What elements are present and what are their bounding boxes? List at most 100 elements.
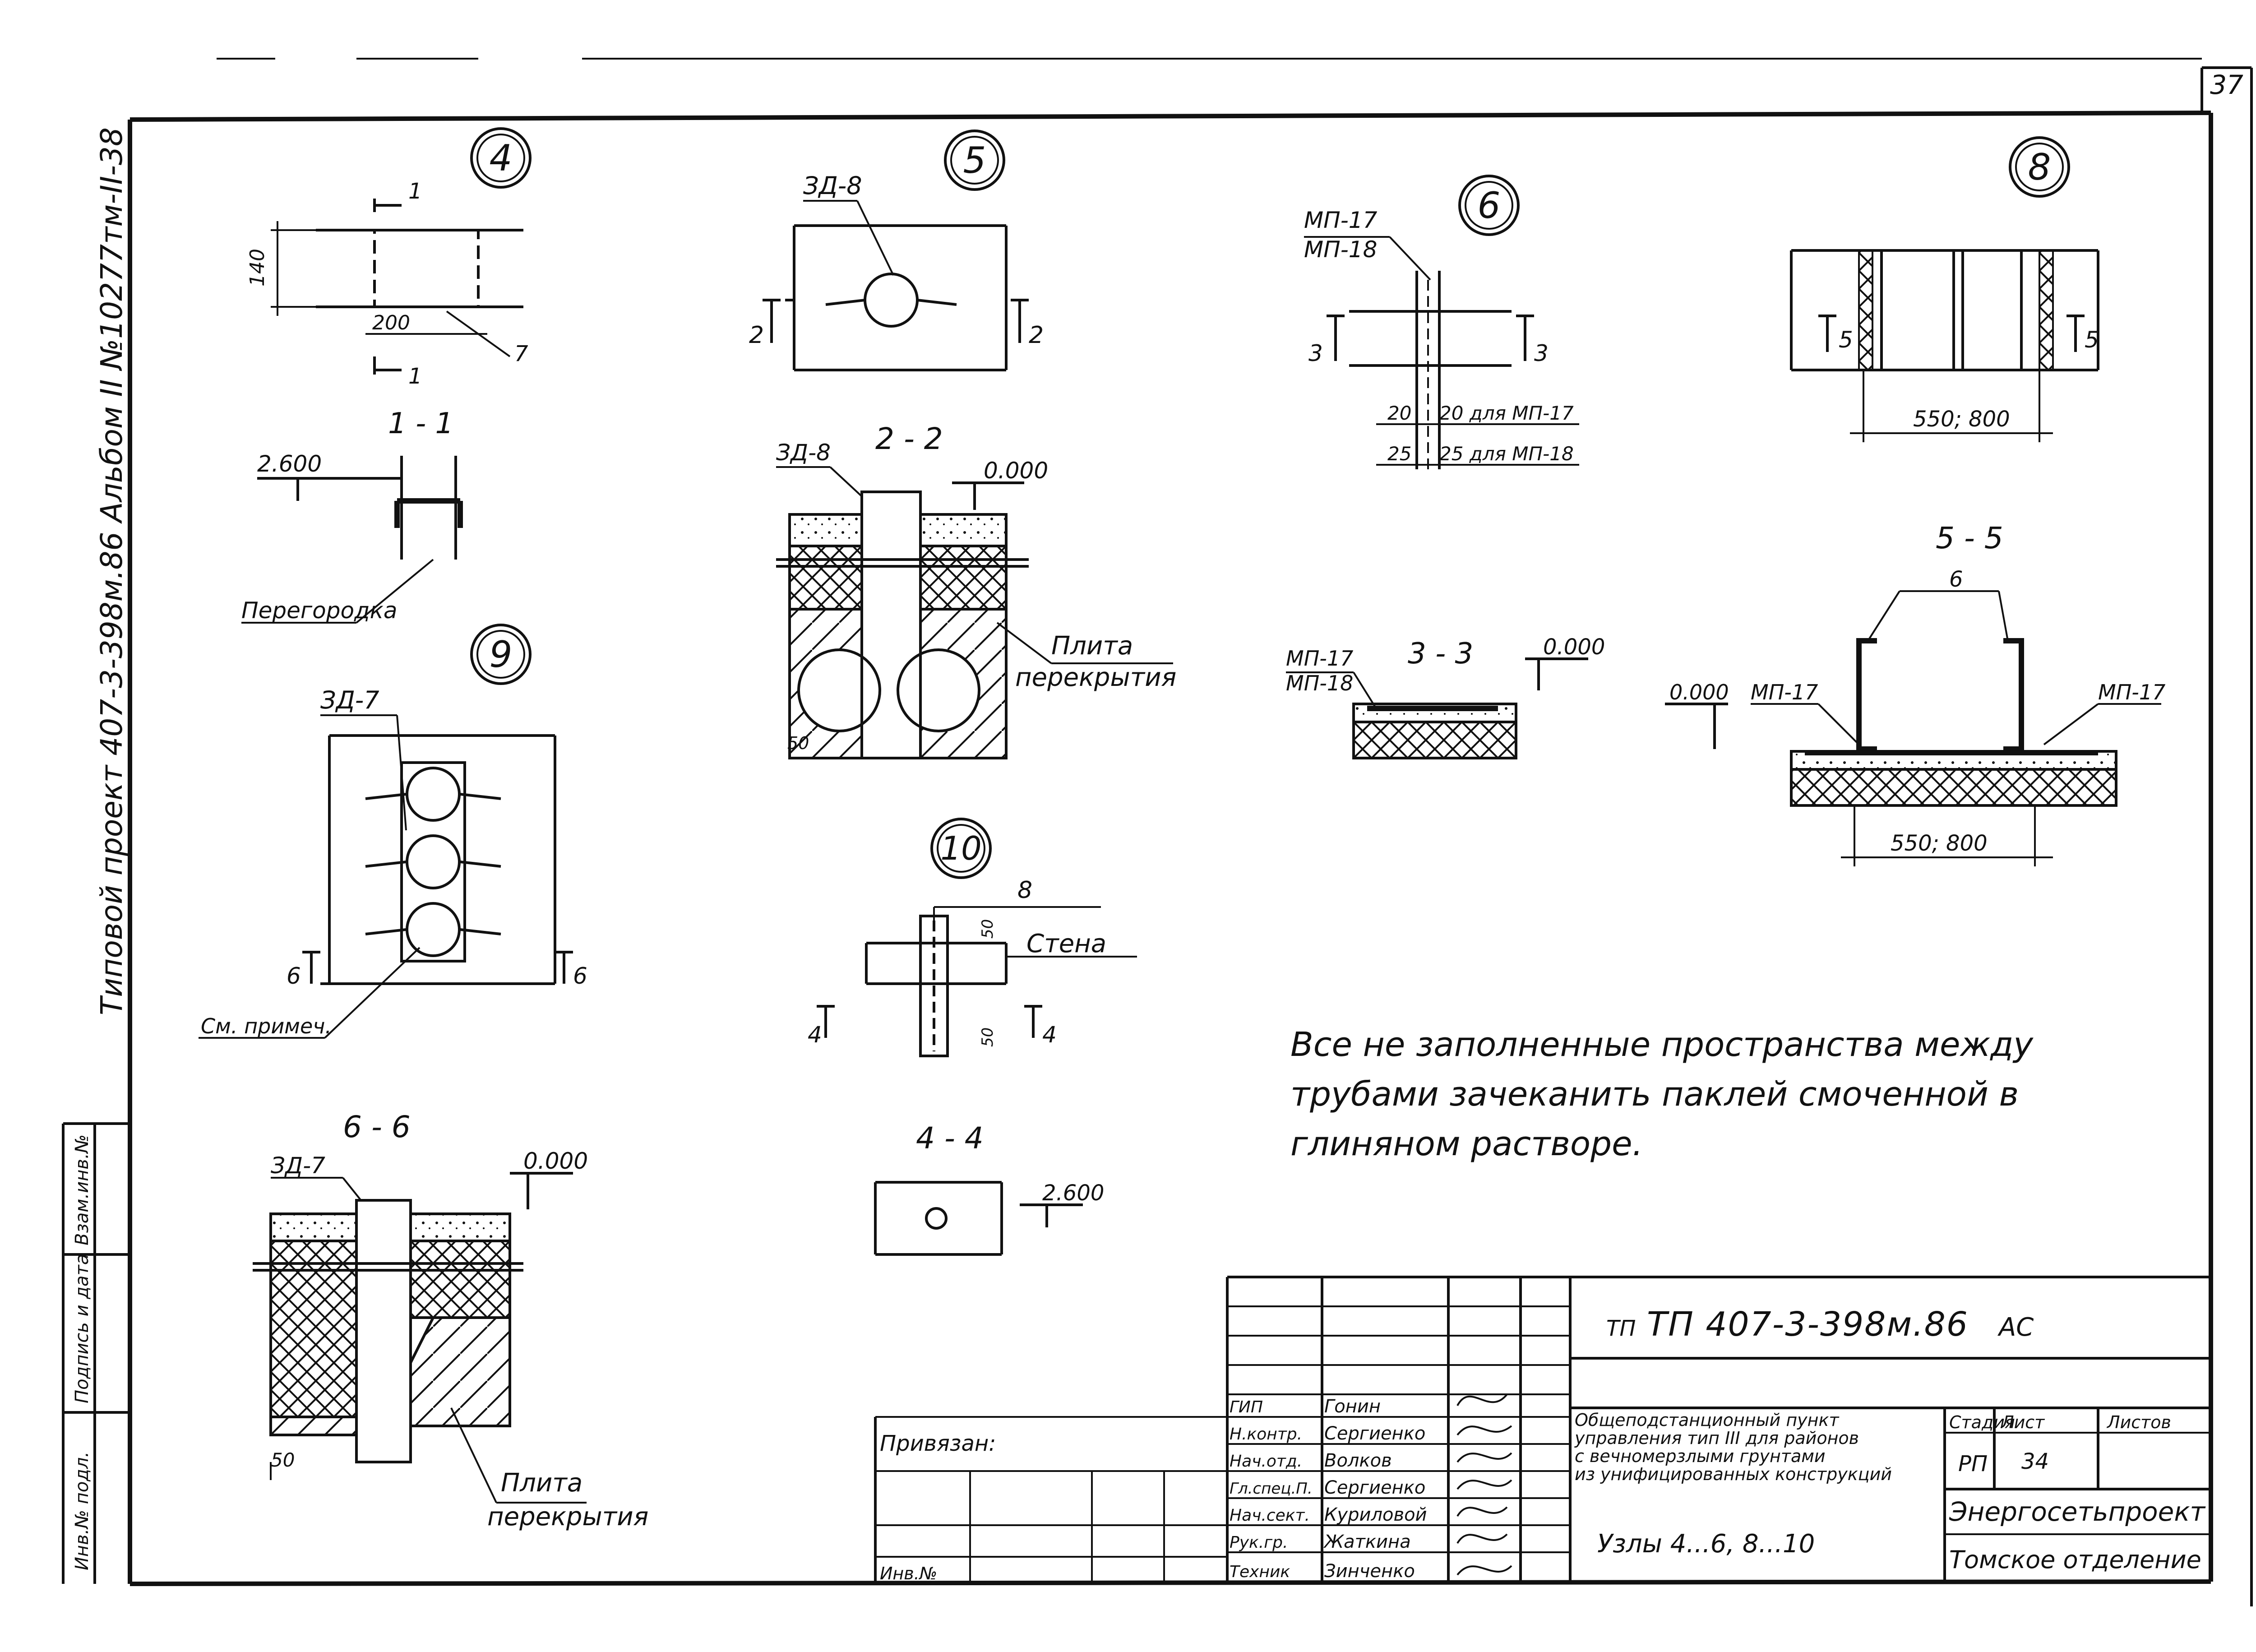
svg-text:Зинченко: Зинченко	[1324, 1561, 1415, 1582]
svg-text:6 - 6: 6 - 6	[343, 1110, 411, 1144]
svg-text:550; 800: 550; 800	[1913, 407, 2010, 432]
project-code: ТП 407-3-398м.86	[1647, 1305, 1969, 1344]
svg-text:20: 20	[1387, 402, 1411, 424]
svg-text:0.000: 0.000	[1543, 634, 1605, 660]
drawing-title: Узлы 4...6, 8...10	[1597, 1529, 1815, 1559]
svg-text:Нач.сект.: Нач.сект.	[1230, 1506, 1310, 1525]
svg-text:Стадия: Стадия	[1949, 1412, 2015, 1432]
svg-text:2: 2	[749, 322, 764, 349]
svg-text:Перегородка: Перегородка	[241, 597, 397, 624]
svg-text:МП-18: МП-18	[1304, 236, 1377, 263]
detail-4-number: 4	[490, 137, 513, 179]
inv-label: Инв.№	[880, 1564, 937, 1583]
svg-text:См. примеч.: См. примеч.	[201, 1014, 332, 1038]
svg-text:4: 4	[808, 1022, 822, 1048]
svg-text:5: 5	[2085, 327, 2099, 353]
svg-text:200: 200	[372, 311, 410, 334]
organization: Энергосетьпроект	[1949, 1496, 2206, 1527]
title-block: ТП ТП 407-3-398м.86 АС Привязан: Инв.№ Г…	[874, 1276, 2211, 1584]
svg-text:550; 800: 550; 800	[1891, 831, 1988, 856]
svg-text:перекрытия: перекрытия	[487, 1502, 648, 1532]
general-note: Все не заполненные пространства между тр…	[1290, 1025, 2034, 1163]
svg-text:1 - 1: 1 - 1	[388, 407, 453, 440]
svg-text:2: 2	[1029, 322, 1044, 349]
svg-text:Стена: Стена	[1026, 929, 1106, 958]
svg-text:6: 6	[287, 963, 301, 989]
svg-text:ЗД-7: ЗД-7	[271, 1152, 325, 1179]
svg-text:Волков: Волков	[1324, 1450, 1392, 1471]
department: Томское отделение	[1949, 1546, 2201, 1574]
svg-text:МП-18: МП-18	[1286, 671, 1353, 695]
left-strip-inv: Инв.№ подл.	[72, 1452, 92, 1570]
section-4-4: 4 - 4 2.600	[874, 1121, 1104, 1256]
detail-5: 5 ЗД-8 2 2	[749, 130, 1044, 371]
note-line-2: трубами зачеканить паклей смоченной в	[1290, 1075, 2019, 1114]
svg-text:управления тип III для районов: управления тип III для районов	[1574, 1428, 1859, 1448]
svg-text:34: 34	[2021, 1449, 2049, 1474]
svg-text:6: 6	[1478, 185, 1501, 227]
svg-text:Плита: Плита	[1051, 631, 1133, 661]
svg-text:5 - 5: 5 - 5	[1936, 521, 2003, 555]
svg-text:2 - 2: 2 - 2	[875, 421, 943, 456]
svg-text:Общеподстанционный пункт: Общеподстанционный пункт	[1575, 1410, 1840, 1430]
svg-text:Н.контр.: Н.контр.	[1230, 1425, 1302, 1444]
svg-text:ГИП: ГИП	[1230, 1398, 1263, 1416]
svg-text:1: 1	[408, 364, 422, 389]
svg-text:50: 50	[787, 733, 809, 753]
svg-text:Куриловой: Куриловой	[1324, 1504, 1427, 1525]
svg-text:МП-17: МП-17	[2098, 680, 2165, 704]
svg-text:8: 8	[1017, 877, 1032, 904]
detail-4: 4 140 200 7 1 1	[246, 127, 532, 389]
svg-text:Жаткина: Жаткина	[1323, 1532, 1411, 1552]
detail-6: 6 МП-17 МП-18 3 3 20 20 для МП-17 25 25 …	[1304, 175, 1579, 469]
svg-text:Сергиенко: Сергиенко	[1324, 1423, 1425, 1444]
binding-label: Привязан:	[880, 1431, 996, 1456]
project-mark: АС	[1997, 1313, 2034, 1342]
svg-text:Сергиенко: Сергиенко	[1324, 1477, 1425, 1498]
svg-text:перекрытия: перекрытия	[1015, 663, 1176, 692]
svg-text:3: 3	[1534, 340, 1549, 366]
svg-text:7: 7	[514, 341, 528, 366]
svg-text:0.000: 0.000	[984, 458, 1048, 484]
page-number: 37	[2210, 69, 2243, 100]
project-code-prefix: ТП	[1606, 1316, 1636, 1341]
svg-text:10: 10	[940, 829, 982, 867]
svg-text:50: 50	[271, 1449, 295, 1471]
detail-9: 9 ЗД-7 6 6 См. примеч.	[199, 624, 587, 1039]
svg-text:50: 50	[979, 1027, 997, 1047]
svg-text:4: 4	[1042, 1022, 1057, 1048]
svg-text:МП-17: МП-17	[1286, 646, 1353, 671]
svg-text:1: 1	[408, 179, 422, 204]
note-line-3: глиняном растворе.	[1290, 1124, 1643, 1163]
svg-text:140: 140	[246, 249, 269, 287]
left-strip-repl: Взам.инв.№	[72, 1134, 92, 1245]
svg-text:с вечномерзлыми грунтами: с вечномерзлыми грунтами	[1575, 1446, 1826, 1466]
svg-text:5: 5	[963, 139, 986, 181]
section-3-3: 3 - 3 МП-17 МП-18 0.000	[1286, 634, 1605, 759]
svg-text:Гонин: Гонин	[1324, 1396, 1381, 1417]
svg-text:9: 9	[490, 634, 513, 676]
note-line-1: Все не заполненные пространства между	[1290, 1025, 2034, 1064]
svg-text:Гл.спец.П.: Гл.спец.П.	[1230, 1480, 1313, 1498]
svg-text:6: 6	[573, 963, 587, 989]
svg-text:4 - 4: 4 - 4	[916, 1121, 984, 1156]
section-5-5: 5 - 5 6 0.000 МП-17 МП-17 550; 800	[1665, 521, 2165, 866]
svg-text:МП-17: МП-17	[1751, 680, 1818, 704]
section-2-2: 2 - 2 ЗД-8 0.000 50 Плита перекрытия	[776, 421, 1176, 759]
detail-8: 8 5 5 550; 800	[1790, 136, 2099, 442]
svg-text:20 для МП-17: 20 для МП-17	[1439, 402, 1574, 424]
svg-text:25: 25	[1387, 443, 1411, 465]
svg-text:Нач.отд.: Нач.отд.	[1230, 1452, 1302, 1471]
svg-text:Техник: Техник	[1230, 1563, 1290, 1581]
svg-text:из унифицированных конструкций: из унифицированных конструкций	[1575, 1464, 1892, 1484]
detail-10: 10 8 Стена 50 50 4 4	[808, 818, 1137, 1057]
svg-text:МП-17: МП-17	[1304, 207, 1378, 233]
svg-text:ЗД-7: ЗД-7	[320, 686, 379, 714]
svg-text:3: 3	[1308, 340, 1323, 366]
side-stamp: Типовой проект 407-3-398м.86 Альбом II №…	[94, 127, 129, 1015]
svg-text:Лист: Лист	[2000, 1412, 2045, 1432]
drawing-frame	[62, 58, 2253, 1606]
section-1-1: 1 - 1 2.600 Перегородка	[241, 407, 463, 624]
svg-text:Рук.гр.: Рук.гр.	[1230, 1533, 1288, 1552]
